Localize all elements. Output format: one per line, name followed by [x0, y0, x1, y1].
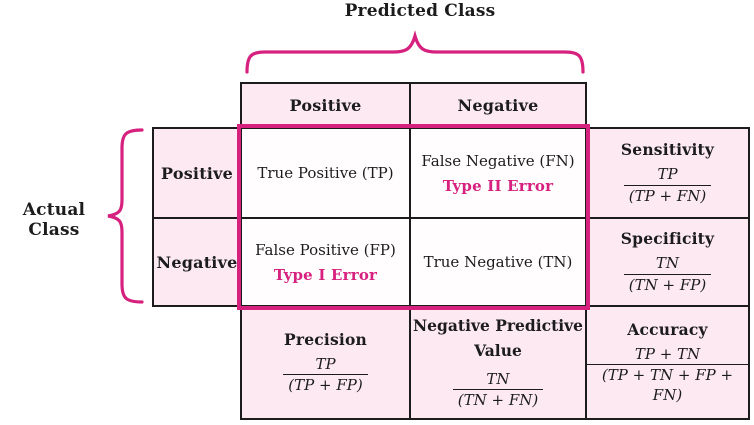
sensitivity-denominator: (TP + FN): [623, 184, 712, 206]
npv-label-line1: Negative Predictive: [413, 316, 583, 336]
cell-true-positive: True Positive (TP): [240, 127, 411, 219]
sensitivity-numerator: TP: [657, 165, 678, 184]
accuracy-denominator: (TP + TN + FP + FN): [587, 363, 748, 406]
predicted-header-negative: Negative: [409, 82, 587, 129]
npv-numerator: TN: [486, 370, 510, 389]
actual-class-title: Actual Class: [22, 200, 86, 240]
cell-true-negative: True Negative (TN): [409, 217, 587, 307]
sensitivity-label: Sensitivity: [620, 140, 715, 160]
precision-numerator: TP: [315, 354, 336, 373]
type-1-error-label: Type I Error: [273, 265, 378, 284]
sensitivity-formula: TP (TP + FN): [623, 164, 712, 206]
false-negative-label: False Negative (FN): [421, 151, 575, 170]
actual-class-brace-icon: [107, 128, 144, 304]
actual-header-negative: Negative: [152, 217, 242, 307]
precision-denominator: (TP + FP): [283, 374, 368, 395]
true-positive-label: True Positive (TP): [257, 164, 394, 182]
predicted-class-brace-icon: [245, 30, 585, 74]
accuracy-numerator: TP + TN: [634, 344, 701, 363]
precision-label: Precision: [283, 329, 368, 349]
specificity-denominator: (TN + FP): [623, 273, 712, 295]
precision-formula: TP (TP + FP): [283, 354, 368, 396]
specificity-label: Specificity: [620, 229, 715, 249]
specificity-formula: TN (TN + FP): [623, 253, 712, 295]
npv-label-line2: Value: [474, 341, 522, 361]
predicted-class-title: Predicted Class: [344, 1, 496, 21]
predicted-header-positive: Positive: [240, 82, 411, 129]
cell-precision: Precision TP (TP + FP): [240, 305, 411, 420]
cell-false-negative: False Negative (FN) Type II Error: [409, 127, 587, 219]
type-2-error-label: Type II Error: [442, 176, 554, 195]
accuracy-label: Accuracy: [627, 319, 708, 339]
false-positive-label: False Positive (FP): [255, 240, 396, 259]
npv-formula: TN (TN + FN): [452, 369, 544, 411]
cell-accuracy: Accuracy TP + TN (TP + TN + FP + FN): [585, 305, 750, 420]
actual-header-positive: Positive: [152, 127, 242, 219]
cell-specificity: Specificity TN (TN + FP): [585, 217, 750, 307]
cell-sensitivity: Sensitivity TP (TP + FN): [585, 127, 750, 219]
cell-negative-predictive-value: Negative Predictive Value TN (TN + FN): [409, 305, 587, 420]
npv-denominator: (TN + FN): [452, 389, 544, 410]
specificity-numerator: TN: [655, 254, 680, 273]
accuracy-formula: TP + TN (TP + TN + FP + FN): [587, 344, 748, 406]
true-negative-label: True Negative (TN): [423, 253, 573, 271]
matrix-highlight-frame: [237, 124, 590, 310]
